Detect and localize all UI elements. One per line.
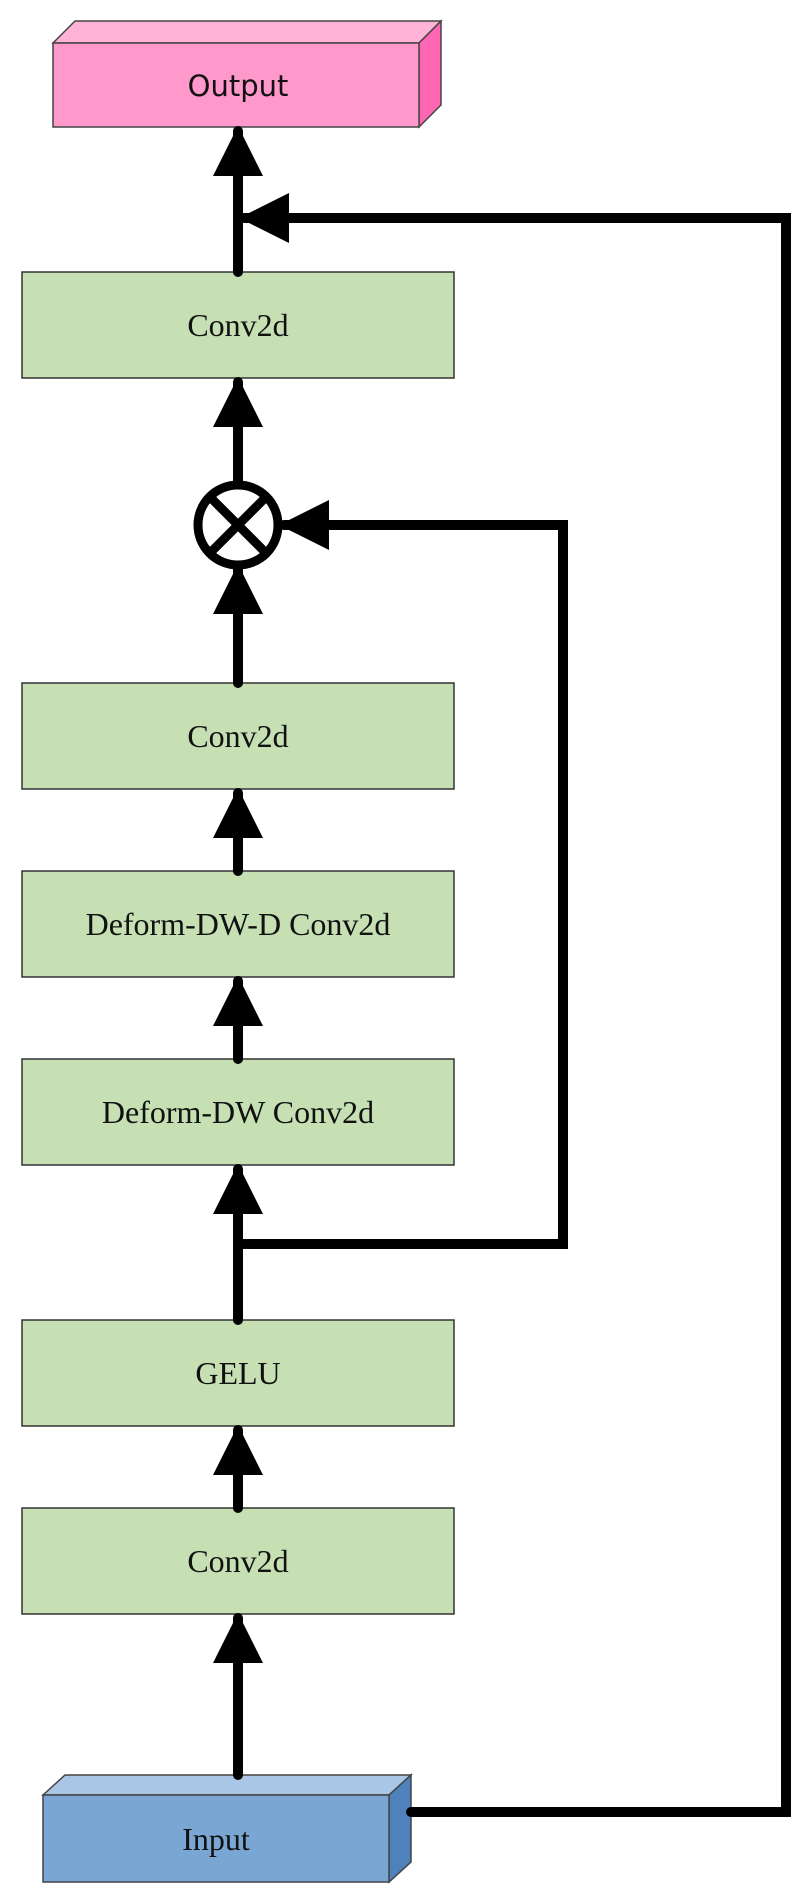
skip-arrow-gelu-to-multiply	[233, 500, 568, 1249]
layer-label: Conv2d	[187, 307, 288, 343]
input-block-top	[41, 1774, 413, 1796]
input-block: Input	[41, 1773, 413, 1884]
layer-label: Conv2d	[187, 718, 288, 754]
output-block-top	[51, 20, 443, 44]
residual-arrow-input-to-output	[239, 193, 791, 1817]
layer-deform-dw-conv2d: Deform-DW Conv2d	[21, 1058, 455, 1166]
layer-box	[21, 870, 455, 978]
connections	[213, 126, 791, 1817]
input-block-front	[42, 1794, 390, 1883]
output-block-front	[52, 42, 420, 128]
multiply-icon	[193, 480, 283, 570]
layer-label: Deform-DW Conv2d	[102, 1094, 374, 1130]
layer-conv2d-top: Conv2d	[21, 271, 455, 379]
layer-box	[21, 682, 455, 790]
layer-conv2d-middle: Conv2d	[21, 682, 455, 790]
layer-label: Conv2d	[187, 1543, 288, 1579]
layer-conv2d-bottom: Conv2d	[21, 1507, 455, 1615]
layer-label: Deform-DW-D Conv2d	[86, 906, 391, 942]
output-block: Output	[51, 19, 443, 129]
output-label: Output	[188, 69, 289, 103]
layer-box	[21, 1058, 455, 1166]
input-block-side	[388, 1773, 412, 1884]
layer-label: GELU	[195, 1355, 280, 1391]
layer-deform-dw-d-conv2d: Deform-DW-D Conv2d	[21, 870, 455, 978]
layer-box	[21, 1507, 455, 1615]
layer-box	[21, 1319, 455, 1427]
input-label: Input	[182, 1821, 250, 1857]
layer-gelu: GELU	[21, 1319, 455, 1427]
